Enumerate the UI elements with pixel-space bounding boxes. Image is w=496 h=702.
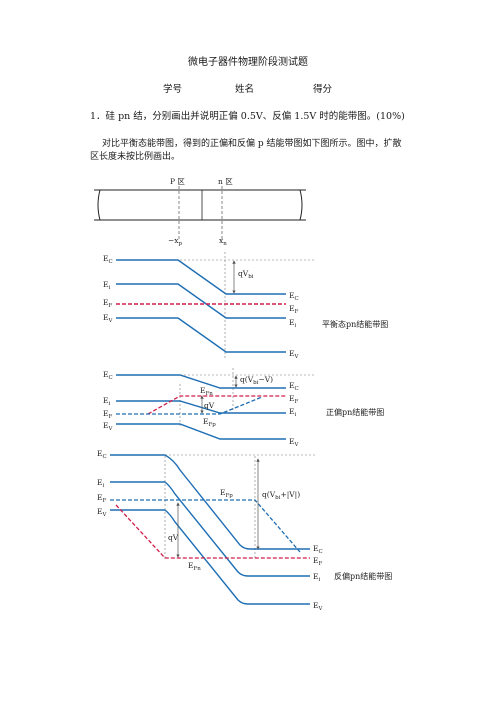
eq-right-ef: EF xyxy=(289,304,298,315)
fw-efn-label: EFn xyxy=(200,386,213,397)
eq-barrier-label: qVbi xyxy=(238,269,254,280)
eq-left-ev: EV xyxy=(103,313,113,324)
fw-ev-band xyxy=(116,423,286,440)
fw-right-ev: EV xyxy=(289,437,299,448)
rv-caption: 反偏pn结能带图 xyxy=(334,571,392,581)
eq-caption: 平衡态pn结能带图 xyxy=(322,319,388,329)
rv-left-ec: EC xyxy=(97,449,107,460)
fw-efp-label: EFp xyxy=(203,417,216,428)
eq-left-ei: Ei xyxy=(103,280,110,291)
fw-efp-line xyxy=(116,396,263,415)
fw-barrier-label: q(Vbi−V) xyxy=(240,375,273,386)
rv-left-ei: Ei xyxy=(97,478,104,489)
fw-right-ec: EC xyxy=(289,381,299,392)
eq-ec-band xyxy=(116,259,286,295)
fw-left-ef: EF xyxy=(103,409,112,420)
eq-ei-band xyxy=(116,283,286,319)
rv-efn-line xyxy=(115,504,310,559)
fw-ei-band xyxy=(116,400,286,414)
eq-right-ev: EV xyxy=(289,349,299,360)
eq-right-ei: Ei xyxy=(289,318,296,329)
name-label: 姓名 xyxy=(235,84,255,95)
rv-left-ef: EF xyxy=(97,493,106,504)
fw-right-ef: EF xyxy=(289,394,298,405)
rv-right-ei: Ei xyxy=(313,572,320,583)
fw-efn-line xyxy=(147,395,286,415)
rv-qv-label: qV xyxy=(168,533,179,542)
pn-junction-device: P 区 n 区 −xp xn xyxy=(94,177,306,247)
answer-paragraph: 对比平衡态能带图，得到的正偏和反偏 p 结能带图如下图所示。图中，扩散区长度未按… xyxy=(90,139,402,162)
eq-left-ec: EC xyxy=(103,254,113,265)
equilibrium-diagram: qVbi EC Ei EF EV EC EF Ei EV 平衡态pn结能带图 xyxy=(103,252,388,360)
eq-left-ef: EF xyxy=(103,298,112,309)
fw-caption: 正偏pn结能带图 xyxy=(326,407,384,417)
rv-efp-label: EFp xyxy=(220,488,233,499)
rv-efn-label: EFn xyxy=(188,561,201,572)
forward-bias-diagram: q(Vbi−V) qV EFn EFp EC Ei EF EV EC EF Ei… xyxy=(103,368,384,448)
fw-right-ei: Ei xyxy=(289,407,296,418)
xp-label: −xp xyxy=(168,236,183,247)
rv-ei-band xyxy=(110,481,310,577)
p-region-label: P 区 xyxy=(170,177,185,186)
eq-right-ec: EC xyxy=(289,291,299,302)
student-id-label: 学号 xyxy=(163,84,183,95)
rv-efp-line xyxy=(110,499,301,553)
reverse-bias-diagram: q(Vbi+|V|) qV EFp EFn EC Ei EF EV EC EF … xyxy=(97,449,392,612)
fw-ec-band xyxy=(116,374,286,389)
xn-label: xn xyxy=(219,236,227,247)
fw-qv-label: qV xyxy=(204,401,215,410)
rv-barrier-label: q(Vbi+|V|) xyxy=(262,490,300,501)
score-label: 得分 xyxy=(313,84,333,95)
rv-right-ef: EF xyxy=(313,556,322,567)
rv-left-ev: EV xyxy=(97,507,107,518)
rv-right-ec: EC xyxy=(313,544,323,555)
page-title: 微电子器件物理阶段测试题 xyxy=(188,57,308,68)
question-text: 1．硅 pn 结，分别画出并说明正偏 0.5V、反偏 1.5V 时的能带图。(1… xyxy=(90,111,405,122)
n-region-label: n 区 xyxy=(218,177,233,186)
fw-left-ei: Ei xyxy=(103,396,110,407)
fw-left-ev: EV xyxy=(103,421,113,432)
rv-ec-band xyxy=(110,454,310,550)
rv-right-ev: EV xyxy=(313,601,323,612)
eq-ev-band xyxy=(116,317,286,353)
fw-left-ec: EC xyxy=(103,370,113,381)
rv-ev-band xyxy=(110,509,310,605)
